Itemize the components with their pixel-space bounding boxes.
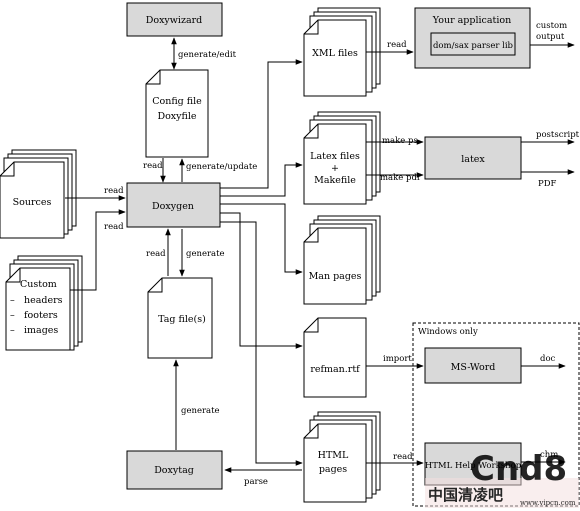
- dom-sax-lib-box: [430, 32, 516, 56]
- refman-rtf-doc: [303, 317, 367, 398]
- read-custom-label: read: [104, 222, 124, 232]
- html-pages-label-2: pages: [319, 464, 347, 475]
- config-file-label-2: Doxyfile: [157, 111, 196, 122]
- parse-label: parse: [244, 477, 268, 487]
- to-xml-arrow: [220, 59, 303, 189]
- custom-label: Custom: [20, 279, 57, 290]
- latex-files-label-3: Makefile: [314, 175, 356, 186]
- to-html-arrow: [220, 221, 303, 466]
- doxytag-box: [126, 450, 223, 490]
- refman-rtf-fold: [304, 318, 319, 333]
- sources-label: Sources: [13, 197, 52, 208]
- man-pages-stack: [303, 215, 381, 305]
- read-sources-label: read: [104, 186, 124, 196]
- latex-box: [424, 136, 522, 180]
- tag-file-fold: [148, 278, 163, 293]
- custom-images-label: images: [24, 325, 58, 336]
- custom-stack: [5, 255, 83, 351]
- postscript-label: postscript: [536, 130, 580, 140]
- generate-tag-label: generate: [186, 249, 225, 259]
- to-rtf-arrow: [220, 212, 303, 349]
- custom-footers-bullet: –: [10, 310, 15, 321]
- sources-stack: [0, 149, 77, 239]
- custom-headers-label: headers: [24, 295, 63, 306]
- chm-label: chm: [540, 450, 558, 460]
- html-pages-stack: [303, 411, 381, 503]
- xml-files-stack: [303, 7, 381, 97]
- config-file-fold: [146, 70, 161, 85]
- dom-sax-lib-label: dom/sax parser lib: [433, 41, 514, 51]
- html-pages-label-1: HTML: [318, 450, 349, 461]
- man-pages-label: Man pages: [309, 271, 362, 282]
- pdf-label: PDF: [538, 179, 557, 189]
- doxytag-label: Doxytag: [154, 465, 194, 476]
- tag-file-doc: [147, 277, 213, 359]
- custom-read-arrow: [70, 209, 126, 291]
- custom-headers-bullet: –: [10, 295, 15, 306]
- latex-files-label-1: Latex files: [310, 151, 360, 162]
- generate-doxytag-label: generate: [181, 406, 220, 416]
- latex-files-stack: [303, 111, 381, 205]
- doxywizard-label: Doxywizard: [146, 15, 203, 26]
- make-ps-label: make ps: [382, 136, 418, 146]
- custom-output-label-1: custom: [536, 21, 567, 31]
- tag-file-label: Tag file(s): [158, 314, 206, 325]
- config-file-doc: [145, 69, 209, 158]
- html-help-workshop-label: HTML Help Workshop: [425, 461, 522, 471]
- read-tag-label: read: [146, 249, 166, 259]
- ms-word-box: [424, 347, 522, 384]
- watermark: Cnd8 中国清凌吧 www.vipcn.com: [425, 449, 579, 508]
- your-application-label: Your application: [432, 15, 511, 26]
- refman-rtf-label: refman.rtf: [310, 364, 361, 375]
- generate-update-label: generate/update: [186, 162, 257, 172]
- custom-footers-label: footers: [24, 310, 58, 321]
- custom-images-bullet: –: [10, 325, 15, 336]
- read-html-label: read: [393, 452, 413, 462]
- custom-output-label-2: output: [536, 32, 565, 42]
- read-config-label: read: [143, 161, 163, 171]
- latex-files-label-2: +: [331, 163, 339, 174]
- make-pdf-label: make pdf: [380, 173, 421, 183]
- doxygen-box: [126, 182, 221, 228]
- generate-edit-label: generate/edit: [178, 50, 237, 60]
- latex-label: latex: [461, 154, 485, 165]
- watermark-url: www.vipcn.com: [520, 499, 576, 507]
- import-label: import: [383, 354, 412, 364]
- doxywizard-box: [126, 2, 223, 37]
- windows-only-label: Windows only: [418, 327, 478, 337]
- to-man-arrow: [220, 203, 303, 275]
- ms-word-label: MS-Word: [451, 362, 496, 373]
- watermark-main: Cnd8: [470, 449, 567, 489]
- watermark-sub: 中国清凌吧: [428, 486, 503, 504]
- xml-files-label: XML files: [312, 48, 358, 59]
- config-file-label-1: Config file: [152, 96, 202, 107]
- doxygen-label: Doxygen: [152, 201, 194, 212]
- to-latex-arrow: [220, 162, 303, 197]
- doc-label: doc: [540, 354, 556, 364]
- read-xml-label: read: [387, 40, 407, 50]
